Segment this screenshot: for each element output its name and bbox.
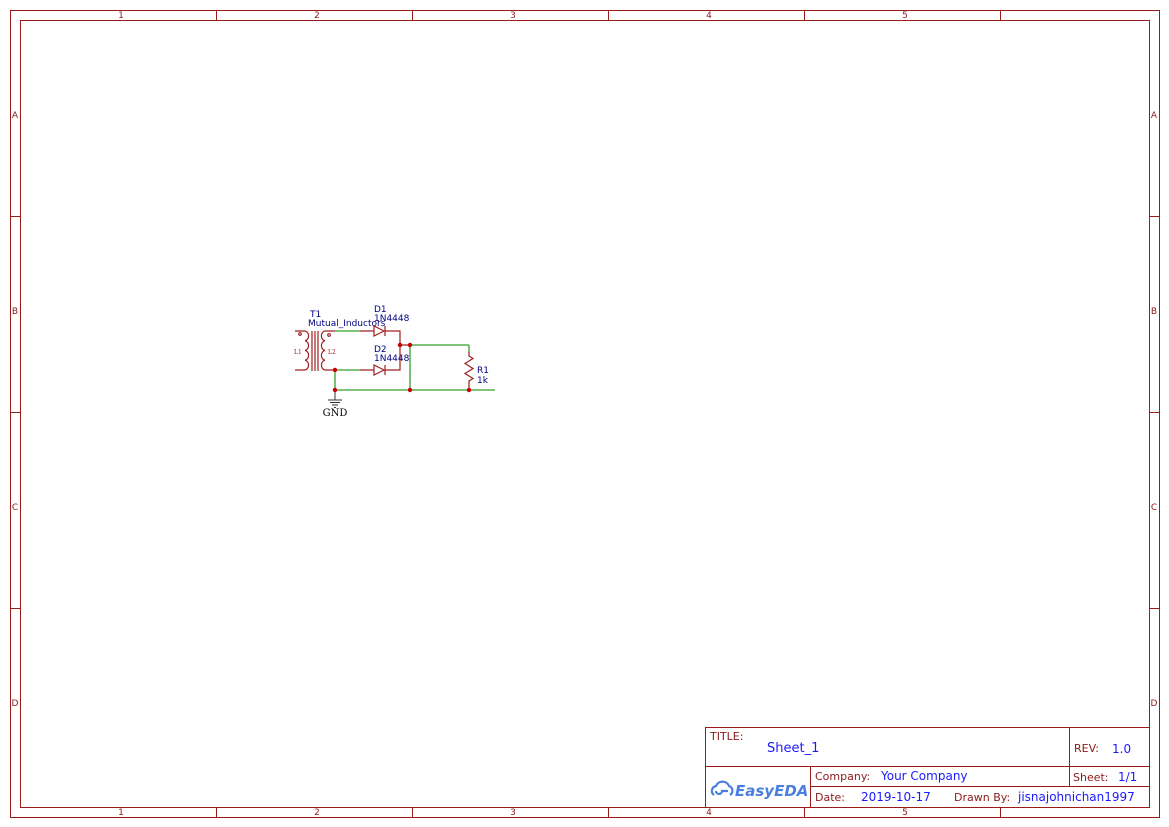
cloud-icon bbox=[710, 780, 734, 796]
column-label: 2 bbox=[314, 11, 320, 21]
title-value: Sheet_1 bbox=[767, 741, 819, 756]
outer-border bbox=[10, 10, 1160, 818]
rev-value: 1.0 bbox=[1112, 742, 1131, 756]
column-label: 1 bbox=[118, 808, 124, 818]
gnd-label: GND bbox=[323, 408, 348, 419]
column-label: 2 bbox=[314, 808, 320, 818]
row-label: D bbox=[1151, 699, 1158, 709]
row-label: A bbox=[12, 111, 19, 121]
row-label: B bbox=[1151, 307, 1157, 317]
coil-l1 bbox=[304, 330, 310, 371]
row-label: C bbox=[12, 503, 18, 513]
resistor-r1[interactable]: R1 1k bbox=[463, 352, 489, 390]
date-value: 2019-10-17 bbox=[861, 790, 931, 804]
row-label: C bbox=[1151, 503, 1157, 513]
t1-value: Mutual_Inductors bbox=[308, 319, 386, 329]
inner-border bbox=[20, 20, 1150, 808]
column-label: 3 bbox=[510, 11, 516, 21]
wires bbox=[334, 330, 495, 391]
transformer-t1[interactable]: L1 L2 T1 Mutual_Inductors bbox=[294, 310, 386, 371]
ground-icon bbox=[328, 390, 342, 408]
column-label: 5 bbox=[902, 11, 908, 21]
column-label: 5 bbox=[902, 808, 908, 818]
row-label: A bbox=[1151, 111, 1158, 121]
column-label: 4 bbox=[706, 808, 712, 818]
drawn-by-label: Drawn By: bbox=[954, 791, 1010, 804]
core-lines bbox=[311, 331, 319, 371]
frame-dividers bbox=[10, 10, 1159, 817]
title-label: TITLE: bbox=[709, 730, 743, 743]
column-label: 4 bbox=[706, 11, 712, 21]
d2-ref: D2 bbox=[374, 345, 387, 355]
t1-ref: T1 bbox=[309, 310, 321, 320]
company-value: Your Company bbox=[880, 769, 968, 783]
coil1-label: L1 bbox=[294, 349, 302, 356]
coil-l2 bbox=[320, 330, 326, 371]
polarity-dot bbox=[327, 333, 331, 337]
rev-label: REV: bbox=[1074, 742, 1099, 755]
row-label: B bbox=[12, 307, 18, 317]
logo-text: EasyEDA bbox=[735, 782, 808, 800]
r1-ref: R1 bbox=[477, 366, 489, 376]
junctions bbox=[332, 342, 472, 393]
sheet-label: Sheet: bbox=[1073, 771, 1109, 784]
easyeda-logo: EasyEDA bbox=[710, 780, 808, 800]
company-label: Company: bbox=[815, 770, 870, 783]
coil2-label: L2 bbox=[328, 349, 336, 356]
d1-value: 1N4448 bbox=[374, 314, 410, 324]
title-block: TITLE: Sheet_1 REV: 1.0 Company: Your Co… bbox=[705, 727, 1150, 808]
d2-value: 1N4448 bbox=[374, 354, 410, 364]
diode-d1[interactable]: D1 1N4448 bbox=[360, 305, 410, 345]
ground-symbol[interactable]: GND bbox=[323, 390, 348, 419]
d1-ref: D1 bbox=[374, 305, 387, 315]
column-label: 3 bbox=[510, 808, 516, 818]
date-label: Date: bbox=[815, 791, 845, 804]
drawn-by-value: jisnajohnichan1997 bbox=[1017, 790, 1135, 804]
diode-d2[interactable]: D2 1N4448 bbox=[360, 344, 410, 376]
polarity-dot bbox=[298, 332, 302, 336]
row-label: D bbox=[12, 699, 19, 709]
column-label: 1 bbox=[118, 11, 124, 21]
r1-value: 1k bbox=[477, 376, 489, 386]
sheet-value: 1/1 bbox=[1118, 770, 1137, 784]
